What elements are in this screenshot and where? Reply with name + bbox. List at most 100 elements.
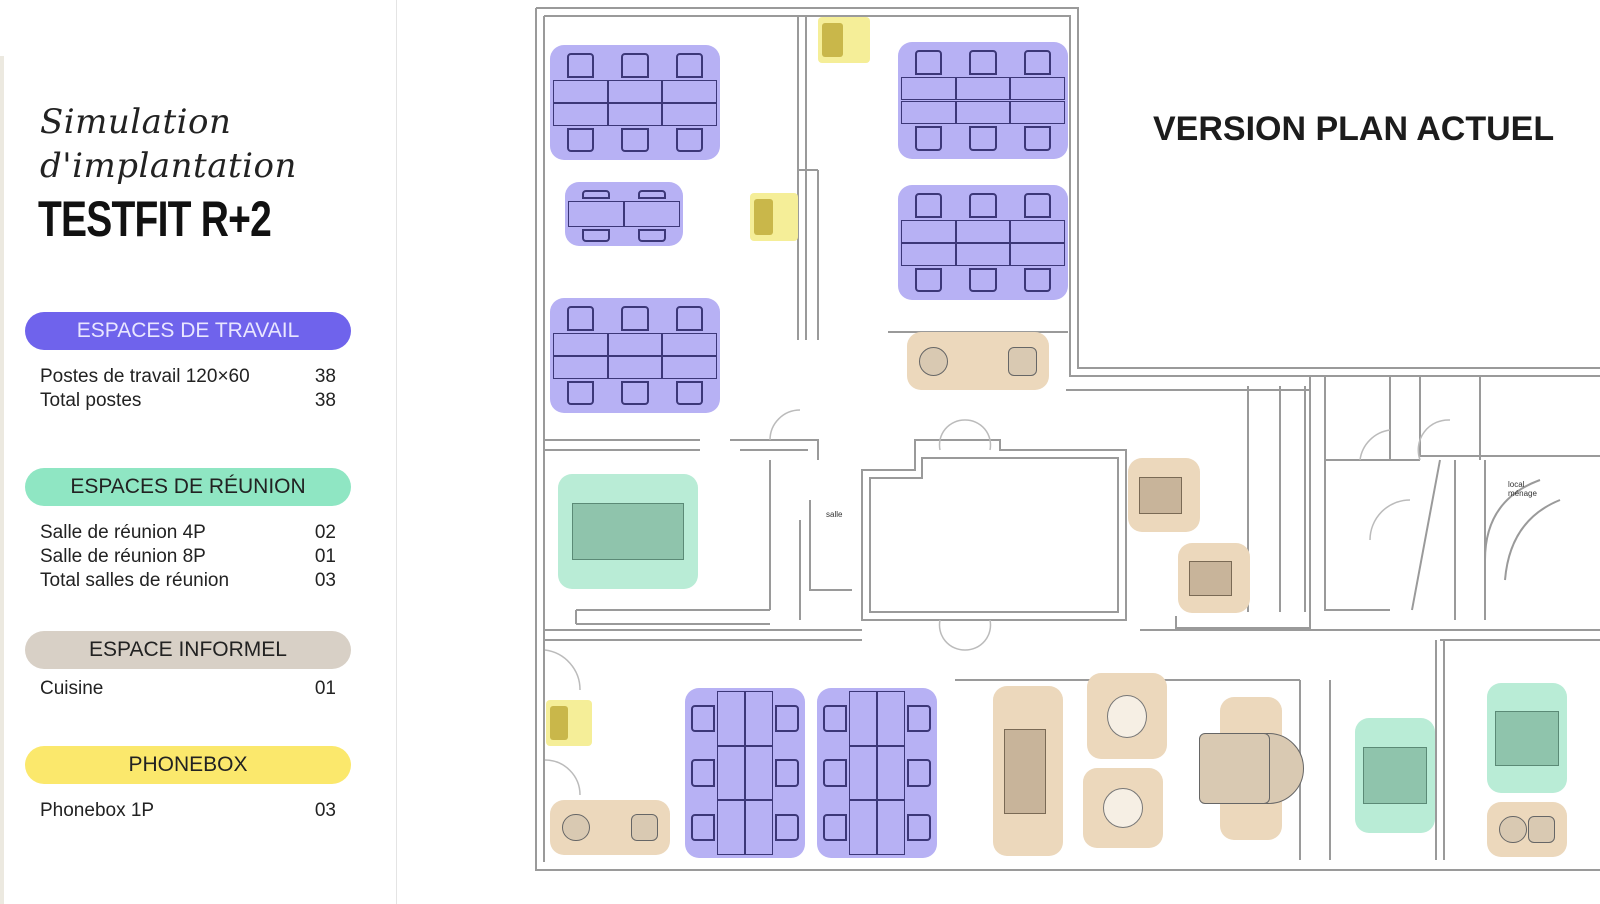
row-label: Phonebox 1P	[40, 800, 155, 821]
armchair-icon	[919, 346, 948, 376]
desk	[1010, 100, 1065, 124]
armchair-icon	[1499, 815, 1527, 844]
desk	[607, 355, 663, 379]
desk	[1010, 242, 1065, 266]
row-value: 01	[314, 678, 336, 699]
row-value: 03	[314, 570, 336, 591]
row-value: 01	[314, 546, 336, 567]
chair-icon	[691, 759, 716, 787]
round-table	[1103, 788, 1143, 828]
table	[1003, 728, 1046, 814]
desk	[849, 800, 877, 855]
desk	[568, 201, 624, 227]
desk	[553, 102, 608, 126]
chair-icon	[691, 704, 716, 732]
row-value: 03	[314, 800, 336, 821]
room-label-salle: salle	[826, 510, 843, 519]
chair-icon	[906, 704, 931, 732]
chair-icon	[566, 53, 594, 78]
chair-icon	[914, 193, 942, 218]
desk	[849, 691, 877, 746]
chair-icon	[1024, 267, 1052, 292]
table	[1188, 560, 1232, 596]
chair-icon	[1024, 125, 1052, 151]
chair-icon	[823, 814, 848, 842]
desk	[745, 800, 773, 855]
legend-row: Phonebox 1P 03	[40, 800, 336, 822]
section-travail-header: ESPACES DE TRAVAIL	[25, 312, 351, 350]
desk	[955, 242, 1011, 266]
desk	[877, 800, 905, 855]
desk	[553, 355, 608, 379]
chair-icon	[621, 306, 649, 331]
desk	[745, 691, 773, 746]
armchair-icon	[1198, 732, 1270, 805]
chair-icon	[566, 380, 594, 405]
desk	[1010, 77, 1065, 101]
title-main: TESTFIT R+2	[38, 191, 272, 247]
chair-icon	[566, 127, 594, 152]
chair-icon	[914, 125, 942, 151]
chair-icon	[676, 380, 704, 405]
chair-icon	[914, 267, 942, 292]
desk	[901, 242, 956, 266]
phonebox-seat-icon	[550, 706, 569, 740]
chair-icon	[691, 814, 716, 842]
desk	[662, 102, 717, 126]
desk	[877, 691, 905, 746]
chair-icon	[823, 759, 848, 787]
desk	[901, 100, 956, 124]
desk	[901, 77, 956, 101]
row-label: Total salles de réunion	[40, 570, 230, 591]
meeting-table	[572, 502, 684, 561]
chair-icon	[621, 380, 649, 405]
desk	[877, 745, 905, 801]
section-phonebox-header: PHONEBOX	[25, 746, 351, 784]
chair-icon	[906, 759, 931, 787]
armchair-icon	[562, 813, 590, 842]
chair-icon	[676, 53, 704, 78]
desk	[607, 79, 663, 103]
round-table	[1107, 694, 1147, 738]
chair-icon	[676, 127, 704, 152]
chair-icon	[1024, 193, 1052, 218]
desk	[745, 745, 773, 801]
legend-panel: Simulation d'implantation TESTFIT R+2 ES…	[0, 0, 397, 904]
desk	[553, 79, 608, 103]
chair-icon	[582, 228, 610, 242]
room-label-line: ménage	[1508, 489, 1537, 498]
title-line-2: d'implantation	[40, 146, 297, 186]
desk	[1010, 219, 1065, 243]
row-value: 38	[314, 366, 336, 387]
desk	[553, 332, 608, 356]
chair-icon	[774, 814, 799, 842]
chair-icon	[969, 50, 997, 76]
title-line-1: Simulation	[40, 102, 232, 142]
desk	[901, 219, 956, 243]
meeting-table	[1363, 746, 1427, 805]
chair-icon	[676, 306, 704, 331]
phonebox-seat-icon	[822, 23, 843, 57]
chair-icon	[638, 228, 666, 242]
table	[1138, 476, 1182, 514]
chair-icon	[638, 190, 666, 200]
desk	[607, 102, 663, 126]
row-label: Salle de réunion 4P	[40, 522, 206, 543]
desk	[955, 219, 1011, 243]
chair-icon	[969, 125, 997, 151]
desk	[662, 332, 717, 356]
chair-icon	[774, 759, 799, 787]
chair-icon	[566, 306, 594, 331]
chair-icon	[582, 190, 610, 200]
row-label: Total postes	[40, 390, 142, 411]
plan-version-title: VERSION PLAN ACTUEL	[1153, 110, 1555, 148]
room-label-line: local	[1508, 480, 1525, 489]
desk	[955, 77, 1011, 101]
chair-icon	[621, 53, 649, 78]
